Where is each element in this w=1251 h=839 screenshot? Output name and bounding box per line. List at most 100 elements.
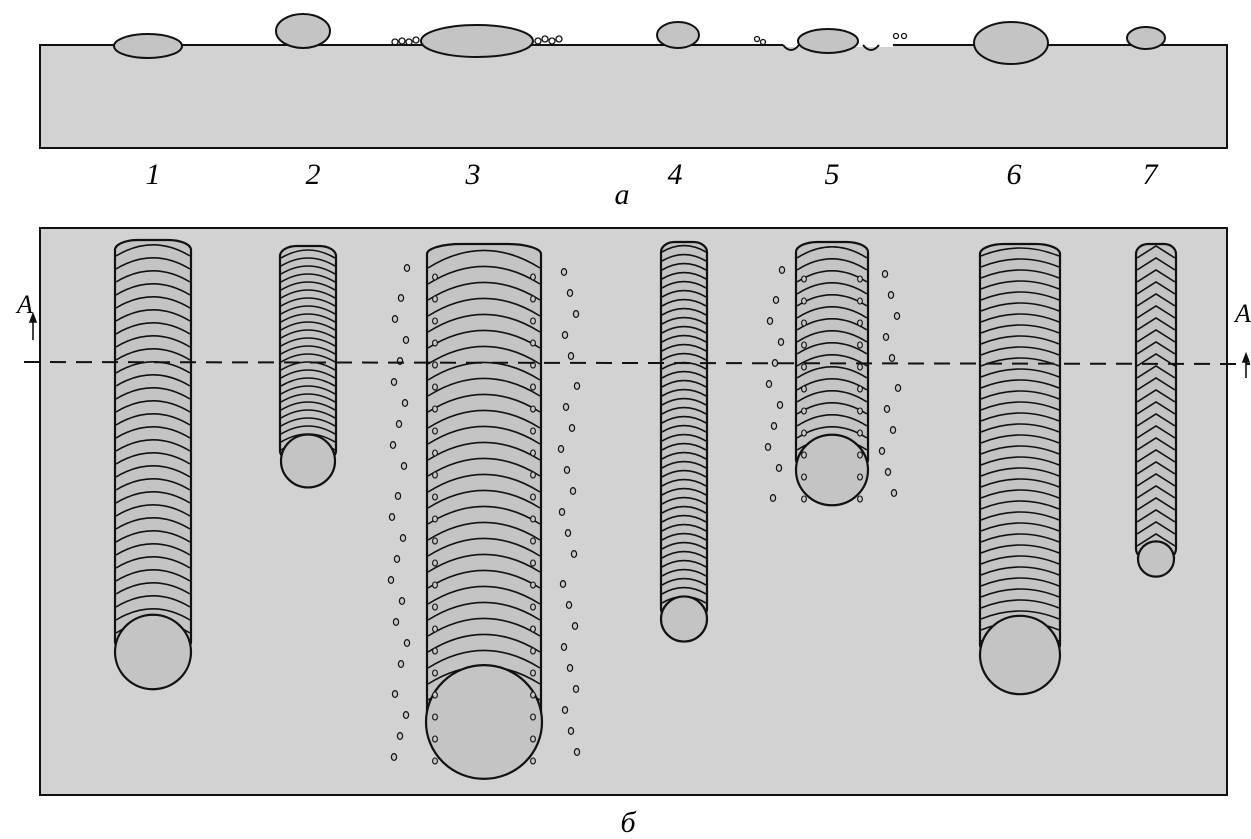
ripple	[980, 291, 1060, 301]
ripple	[1136, 377, 1176, 391]
ripple	[115, 244, 191, 257]
ripple	[980, 533, 1060, 543]
ripple	[1136, 521, 1176, 535]
spatter-drop	[432, 515, 438, 523]
ripple	[980, 412, 1060, 422]
ripple	[280, 313, 336, 323]
ripple	[115, 374, 191, 387]
spatter-drop	[530, 757, 536, 765]
spatter-drop	[432, 427, 438, 435]
spatter-drop	[764, 443, 772, 452]
ripple	[427, 585, 541, 605]
cross-section-bead-7	[1126, 26, 1166, 50]
ripple	[661, 451, 707, 460]
ripple	[280, 289, 336, 299]
spatter-drop	[775, 464, 783, 473]
ripple	[661, 478, 707, 487]
ripple	[980, 467, 1060, 477]
spatter-drop	[801, 385, 807, 393]
spatter-drop	[397, 294, 405, 303]
bead-number-7: 7	[1143, 158, 1160, 191]
ripple	[661, 568, 707, 577]
ripple	[427, 329, 541, 349]
spatter-drop	[432, 273, 438, 281]
ripple	[115, 387, 191, 400]
spatter-left-bead-3	[391, 36, 420, 46]
spatter-drop	[558, 508, 566, 517]
spatter-drop	[530, 691, 536, 699]
ripple	[980, 500, 1060, 510]
spatter-drop	[530, 537, 536, 545]
spatter-drop	[562, 403, 570, 412]
ripple	[427, 393, 541, 413]
spatter-drop	[801, 363, 807, 371]
spatter-drop	[530, 493, 536, 501]
spatter-drop	[776, 401, 784, 410]
spatter-drop	[881, 270, 889, 279]
spatter-drop	[432, 383, 438, 391]
spatter-drop	[530, 669, 536, 677]
cross-section-bead-4	[656, 21, 700, 49]
ripple	[980, 423, 1060, 433]
top-view-bead-5	[764, 240, 902, 507]
ripple	[1136, 401, 1176, 415]
ripple	[980, 401, 1060, 411]
ripple	[280, 345, 336, 355]
ripple	[115, 608, 191, 621]
spatter-drop	[878, 447, 886, 456]
ripple	[661, 442, 707, 451]
spatter-drop	[432, 339, 438, 347]
ripple	[661, 496, 707, 505]
ripple	[980, 346, 1060, 356]
ripple	[980, 379, 1060, 389]
panel-b-label: б	[620, 806, 636, 839]
ripple	[661, 469, 707, 478]
ripple	[661, 505, 707, 514]
spatter-drop	[778, 266, 786, 275]
spatter-drop	[560, 642, 568, 651]
bead-end-crater	[978, 614, 1062, 696]
ripple	[980, 390, 1060, 400]
spatter-drop	[432, 559, 438, 567]
spatter-right-bead-3	[534, 35, 563, 45]
spatter-drop	[530, 427, 536, 435]
ripple	[427, 457, 541, 477]
section-label-left: A	[15, 290, 33, 319]
spatter-drop	[857, 297, 863, 305]
ripple	[427, 521, 541, 541]
ripple	[980, 610, 1060, 620]
ripple	[427, 489, 541, 509]
ripple	[661, 379, 707, 388]
cross-section-bead-3	[391, 24, 563, 58]
spatter-drop	[561, 705, 569, 714]
spatter-drop	[801, 319, 807, 327]
spatter-drop	[432, 295, 438, 303]
spatter-drop	[568, 424, 576, 433]
bead-ripples	[661, 244, 707, 622]
spatter-drop	[890, 489, 898, 498]
bead-number-4: 4	[668, 158, 683, 191]
ripple	[661, 514, 707, 523]
spatter-drop	[567, 726, 575, 735]
ripple	[115, 504, 191, 517]
ripple	[980, 511, 1060, 521]
ripple	[280, 281, 336, 291]
ripple	[661, 325, 707, 334]
ripple	[1136, 269, 1176, 283]
ripple	[661, 532, 707, 541]
spatter-drop	[398, 596, 406, 605]
spatter-drop	[857, 319, 863, 327]
ripple	[980, 478, 1060, 488]
ripple	[661, 487, 707, 496]
bead-end-crater	[113, 613, 193, 691]
spatter-drop	[402, 336, 410, 345]
bead-spatter	[764, 266, 902, 503]
ripple	[115, 517, 191, 530]
ripple	[115, 309, 191, 322]
spatter-drop	[402, 710, 410, 719]
cross-section-bead-1	[113, 33, 183, 59]
ripple	[1136, 437, 1176, 451]
spatter-drop	[432, 493, 438, 501]
ripple	[115, 595, 191, 608]
